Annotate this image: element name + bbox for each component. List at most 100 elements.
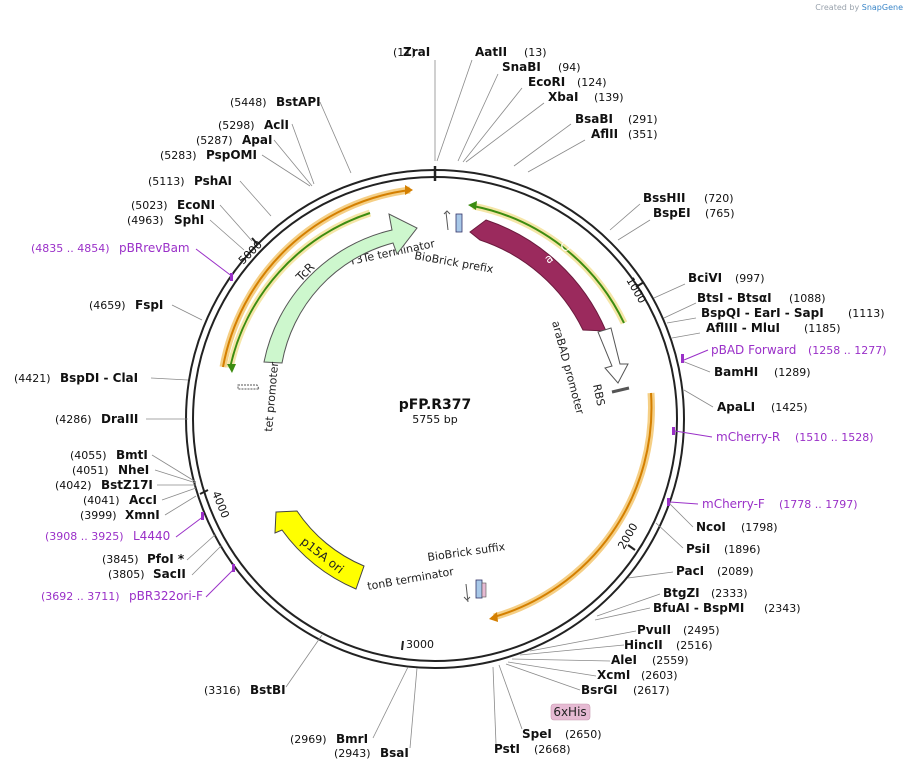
site-AflII-pos: (351) xyxy=(628,128,658,141)
site-BfuAI[interactable]: BfuAI - BspMI xyxy=(653,601,744,615)
feature-tonB-terminator[interactable] xyxy=(463,583,471,603)
primer-pBR322ori-F-range: (3692 .. 3711) xyxy=(41,590,120,603)
his-tag-badge[interactable] xyxy=(550,703,591,721)
leader-EcoNI xyxy=(219,204,253,242)
site-PsiI[interactable]: PsiI xyxy=(686,542,710,556)
feature-p15A-ori[interactable] xyxy=(274,510,365,590)
site-BtgZI[interactable]: BtgZI xyxy=(663,586,700,600)
primer-mark-pBRrevBam[interactable] xyxy=(230,273,233,281)
site-AatII[interactable]: AatII xyxy=(475,45,507,59)
site-AleI[interactable]: AleI xyxy=(611,653,637,667)
site-BsrGI[interactable]: BsrGI xyxy=(581,683,618,697)
feature-BioBrick-suffix[interactable] xyxy=(475,579,483,599)
site-AclI[interactable]: AclI xyxy=(264,118,289,132)
site-BssHII[interactable]: BssHII xyxy=(643,191,685,205)
site-BspDI-pos: (4421) xyxy=(14,372,51,385)
site-BtsI[interactable]: BtsI - BtsαI xyxy=(697,291,772,305)
site-PstI[interactable]: PstI xyxy=(494,742,520,756)
site-BsaI[interactable]: BsaI xyxy=(380,746,409,760)
leader-XcmI xyxy=(507,661,597,677)
site-SacII[interactable]: SacII xyxy=(153,567,186,581)
primer-markers xyxy=(201,273,684,572)
site-PvuII[interactable]: PvuII xyxy=(637,623,671,637)
site-BtsI-pos: (1088) xyxy=(789,292,826,305)
site-HincII-pos: (2516) xyxy=(676,639,713,652)
feature-T3Te-terminator[interactable] xyxy=(443,210,451,231)
primer-mCherry-R[interactable]: mCherry-R xyxy=(716,430,780,444)
site-BstBI[interactable]: BstBI xyxy=(250,683,286,697)
site-AflIII[interactable]: AflIII - MluI xyxy=(706,321,780,335)
feature-6xHis[interactable] xyxy=(481,582,487,598)
primer-mCherry-F[interactable]: mCherry-F xyxy=(702,497,765,511)
primer-pBRrevBam[interactable]: pBRrevBam xyxy=(119,241,190,255)
his-tag-label: 6xHis xyxy=(553,705,586,719)
site-PstI-pos: (2668) xyxy=(534,743,571,756)
site-HincII[interactable]: HincII xyxy=(624,638,663,652)
site-SnaBI[interactable]: SnaBI xyxy=(502,60,541,74)
feature-BioBrick-prefix-label: BioBrick prefix xyxy=(413,249,494,276)
site-BspQI-pos: (1113) xyxy=(848,307,885,320)
leader-BciVI xyxy=(653,283,686,299)
site-ZraI[interactable]: ZraI xyxy=(403,45,430,59)
credit-prefix: Created by xyxy=(815,3,860,12)
primer-line-L4440 xyxy=(175,515,205,538)
site-PfoI[interactable]: PfoI * xyxy=(147,552,185,566)
site-BstZ17I[interactable]: BstZ17I xyxy=(101,478,153,492)
feature-BioBrick-prefix[interactable] xyxy=(455,213,463,233)
site-NcoI[interactable]: NcoI xyxy=(696,520,726,534)
site-BmtI-pos: (4055) xyxy=(70,449,107,462)
primer-pBAD-Forward[interactable]: pBAD Forward xyxy=(711,343,796,357)
leader-BsaBI xyxy=(513,123,572,167)
site-AflII[interactable]: AflII xyxy=(591,127,618,141)
site-ApaLI[interactable]: ApaLI xyxy=(717,400,755,414)
feature-tonB-terminator-label: tonB terminator xyxy=(366,565,455,593)
site-XmnI[interactable]: XmnI xyxy=(125,508,160,522)
primer-L4440[interactable]: L4440 xyxy=(133,529,170,543)
feature-araC[interactable] xyxy=(469,219,607,332)
site-EcoRI[interactable]: EcoRI xyxy=(528,75,565,89)
primer-mark-pBR322ori[interactable] xyxy=(232,564,235,572)
primer-mark-pBAD[interactable] xyxy=(681,354,684,363)
primer-labels: pBAD Forward (1258 .. 1277) mCherry-R (1… xyxy=(31,241,887,603)
site-BspEI[interactable]: BspEI xyxy=(653,206,691,220)
primer-mark-mCherryR[interactable] xyxy=(672,427,675,435)
site-AccI[interactable]: AccI xyxy=(129,493,157,507)
site-NheI[interactable]: NheI xyxy=(118,463,149,477)
site-BsaBI[interactable]: BsaBI xyxy=(575,112,613,126)
site-BspDI[interactable]: BspDI - ClaI xyxy=(60,371,138,385)
site-EcoNI[interactable]: EcoNI xyxy=(177,198,215,212)
site-BamHI-pos: (1289) xyxy=(774,366,811,379)
feature-araBAD-promoter[interactable] xyxy=(597,327,629,384)
site-ApaI[interactable]: ApaI xyxy=(242,133,272,147)
leader-AleI xyxy=(511,658,611,662)
primer-pBR322ori-F[interactable]: pBR322ori-F xyxy=(129,589,203,603)
site-SphI[interactable]: SphI xyxy=(174,213,204,227)
primer-line-pBR322ori xyxy=(205,567,236,598)
site-BciVI[interactable]: BciVI xyxy=(688,271,722,285)
site-BamHI[interactable]: BamHI xyxy=(714,365,758,379)
primer-line-pBRrevBam xyxy=(195,248,234,278)
site-BsrGI-pos: (2617) xyxy=(633,684,670,697)
site-BspEI-pos: (765) xyxy=(705,207,735,220)
site-BmrI[interactable]: BmrI xyxy=(336,732,368,746)
feature-RBS[interactable] xyxy=(611,386,630,394)
feature-TcR[interactable] xyxy=(263,213,418,364)
leader-ApaLI xyxy=(683,389,714,408)
site-PspOMI[interactable]: PspOMI xyxy=(206,148,257,162)
site-SpeI[interactable]: SpeI xyxy=(522,727,552,741)
primer-mark-mCherryF[interactable] xyxy=(667,498,670,506)
site-PacI[interactable]: PacI xyxy=(676,564,704,578)
site-BmtI[interactable]: BmtI xyxy=(116,448,148,462)
site-DraIII[interactable]: DraIII xyxy=(101,412,138,426)
plasmid-length: 5755 bp xyxy=(412,413,457,426)
site-XbaI[interactable]: XbaI xyxy=(548,90,578,104)
site-BstAPI[interactable]: BstAPI xyxy=(276,95,321,109)
site-BspQI[interactable]: BspQI - EarI - SapI xyxy=(701,306,824,320)
leader-PsiI xyxy=(655,522,684,549)
site-PshAI[interactable]: PshAI xyxy=(194,174,232,188)
leader-AclI xyxy=(291,123,315,185)
site-XcmI[interactable]: XcmI xyxy=(597,668,630,682)
primer-mark-L4440[interactable] xyxy=(201,512,204,520)
site-FspI[interactable]: FspI xyxy=(135,298,163,312)
feature-tet-promoter[interactable] xyxy=(237,384,260,390)
